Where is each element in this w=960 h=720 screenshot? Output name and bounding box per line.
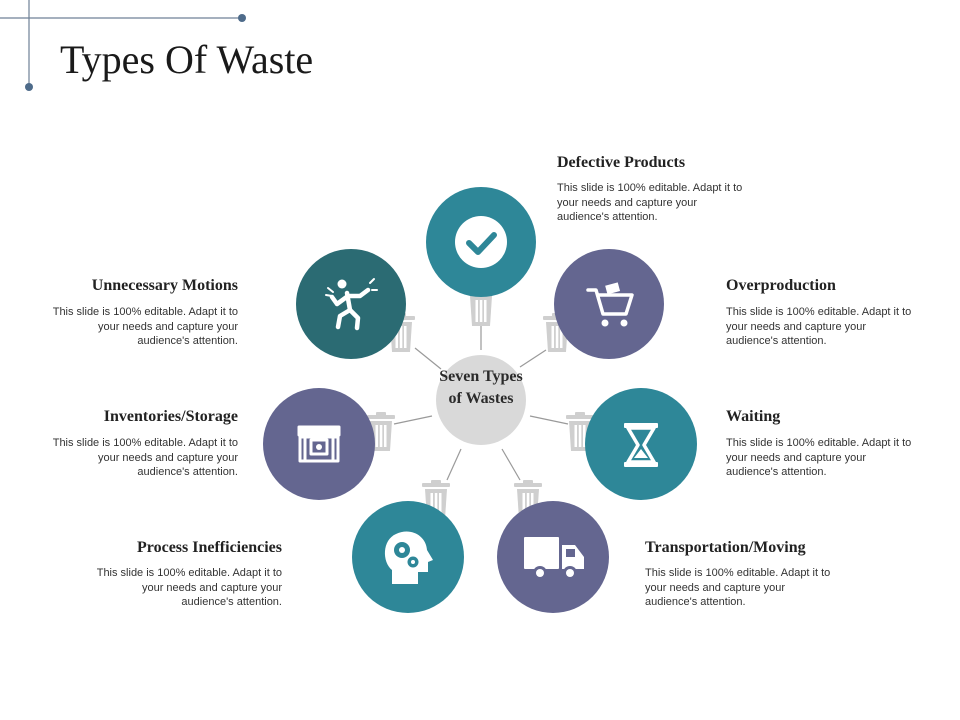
item-title-unnecessary-motions: Unnecessary Motions [91,277,238,294]
person-motion-icon [325,278,378,331]
head-gears-icon [384,531,433,584]
connector-lines [393,324,569,481]
item-desc-defective-products: This slide is 100% editable. Adapt it to… [557,182,743,223]
transportation-node [497,501,609,613]
item-title-transportation: Transportation/Moving [645,539,806,556]
waiting-node [585,388,697,500]
item-desc-waiting: This slide is 100% editable. Adapt it to… [726,437,912,478]
process-inefficiencies-node [352,501,464,613]
item-desc-unnecessary-motions: This slide is 100% editable. Adapt it to… [52,306,238,347]
defective-products-node [426,187,536,297]
item-title-inventories: Inventories/Storage [103,408,238,425]
item-desc-inventories: This slide is 100% editable. Adapt it to… [52,437,238,478]
overproduction-node [554,249,664,359]
inventories-node [263,388,375,500]
item-title-waiting: Waiting [726,408,781,425]
checkmark-icon [455,216,507,268]
storage-chest-icon [297,425,341,463]
center-circle [436,355,526,445]
item-title-defective-products: Defective Products [557,154,686,171]
item-desc-transportation: This slide is 100% editable. Adapt it to… [645,567,831,608]
item-desc-overproduction: This slide is 100% editable. Adapt it to… [726,306,912,347]
center-label: Seven Types of Wastes [439,368,523,407]
corner-decoration [0,0,246,91]
shopping-cart-icon [586,282,634,327]
slide-title: Types Of Waste [60,37,314,82]
item-title-process-inefficiencies: Process Inefficiencies [137,539,282,556]
truck-icon [524,537,584,580]
item-title-overproduction: Overproduction [726,277,836,294]
item-desc-process-inefficiencies: This slide is 100% editable. Adapt it to… [96,567,282,608]
unnecessary-motions-node [296,249,406,359]
hourglass-icon [624,423,658,467]
